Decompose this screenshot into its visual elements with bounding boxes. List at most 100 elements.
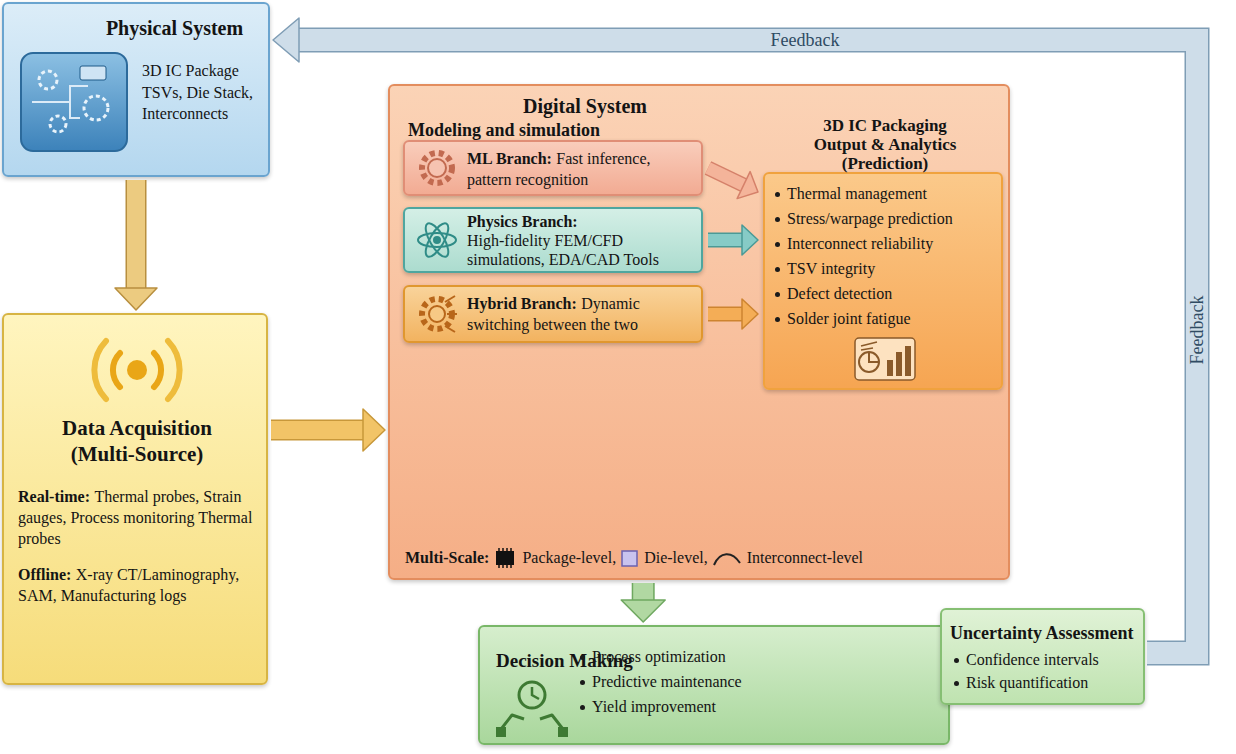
heading-text: ML Branch: [467,150,552,167]
text-block: Modeling and simulation [408,119,668,142]
digital-system-box: Digital SystemModeling and simulation ML … [388,84,1010,580]
physics-branch-box: Physics Branch:High-fidelity FEM/CFD sim… [403,207,703,273]
ml-branch-box: ML Branch:Fast inference, pattern recogn… [403,140,703,196]
heading-text: 3D IC Packaging Output & Analytics (Pred… [814,116,957,173]
scale-heading: Multi-Scale: [405,549,489,567]
text-block: Physics Branch:High-fidelity FEM/CFD sim… [467,212,695,270]
bullet-item: Solder joint fatigue [787,309,1002,329]
heading-text: Physical System [106,17,243,39]
arrow-outline [708,307,743,322]
arrow-outline [708,233,743,248]
flow-arrow [115,180,157,310]
arrow-outline [298,40,1197,653]
data-acquisition-box: Data Acquisition (Multi-Source) Real-time… [2,313,268,685]
arrow-body [298,40,1197,653]
body-text: Solder joint fatigue [787,310,911,327]
bullet-dot [775,292,780,297]
flow-arrow [708,299,758,329]
hybrid-gear-icon-art [415,292,459,336]
heading-text: Real-time: [18,488,90,505]
bullet-item: Predictive maintenance [592,672,822,692]
arrow-body [271,421,364,439]
flow-arrow [621,583,665,622]
scale-label: Die-level, [644,549,708,567]
decision-making-box: Decision MakingProcess optimizationPredi… [478,625,950,745]
arrow-head [115,288,157,310]
bullet-dot [775,192,780,197]
bullet-item: Stress/warpage prediction [787,209,1002,229]
heading-text: Digital System [523,95,647,117]
bullet-dot [954,658,959,663]
bullet-dot [775,317,780,322]
bullet-dot [775,267,780,272]
flow-arrow [708,225,758,255]
decision-icon [494,677,570,739]
package-illustration [18,50,130,154]
bullet-item: Interconnect reliability [787,234,1002,254]
scale-label: Package-level, [522,549,616,567]
heading-text: Offline: [18,566,71,583]
arrow-outline [126,180,147,289]
body-text: Risk quantification [966,674,1088,691]
bullet-dot [580,655,585,660]
physical-system-box: Physical System 3D IC Package TSVs, Die S… [2,2,270,177]
body-text: Interconnect reliability [787,235,933,252]
body-text: Yield improvement [592,698,716,715]
arrow-head [742,299,758,329]
body-text: High-fidelity FEM/CFD simulations, EDA/C… [467,232,659,268]
package-chip-icon [493,548,517,568]
arrow-outline [271,420,364,441]
text-block: 3D IC Package TSVs, Die Stack, Interconn… [142,60,270,125]
signal-icon [84,333,190,407]
bullet-item: Confidence intervals [966,650,1146,670]
bullet-item: Thermal management [787,184,1002,204]
arrow-body [708,168,745,186]
bullet-item: Defect detection [787,284,1002,304]
text-block: Digital System [505,94,665,119]
flow-arrow [271,409,385,451]
interconnect-curve-icon-art [712,549,742,567]
text-block: ML Branch:Fast inference, pattern recogn… [467,149,687,191]
interconnect-curve-icon [712,549,742,567]
bullet-dot [954,681,959,686]
heading-text: Modeling and simulation [408,120,600,140]
bullet-dot [580,705,585,710]
die-square-icon [620,549,639,568]
body-text: Process optimization [592,648,726,665]
arrow-head [621,600,665,622]
multi-scale-row: Multi-Scale:Package-level,Die-level,Inte… [405,548,863,568]
arrow-body [708,234,743,246]
arrow-head [737,172,758,199]
body-text: Thermal management [787,185,927,202]
decision-icon-art [494,677,570,739]
gear-icon-art [415,146,459,190]
bullet-dot [775,217,780,222]
die-square-icon-art [620,549,639,568]
text-block: Hybrid Branch:Dynamic switching between … [467,294,687,336]
heading-text: Uncertainty Assessment [950,623,1133,643]
hybrid-branch-box: Hybrid Branch:Dynamic switching between … [403,285,703,343]
arrow-outline [632,583,655,601]
arrow-head [363,409,385,451]
analytics-chart-icon [853,336,917,382]
atom-icon [415,218,459,262]
text-block: Data Acquisition (Multi-Source) [37,415,237,468]
body-text: Predictive maintenance [592,673,742,690]
output-analytics-box: 3D IC Packaging Output & Analytics (Pred… [763,172,1003,390]
bullet-item: Yield improvement [592,697,822,717]
arrow-body [708,308,743,320]
body-text: Confidence intervals [966,651,1099,668]
flow-arrow [708,168,758,199]
heading-text: Data Acquisition (Multi-Source) [62,416,212,466]
signal-icon-art [84,333,190,407]
bullet-item: Risk quantification [966,673,1146,693]
analytics-chart-icon-art [853,336,917,382]
hybrid-gear-icon [415,292,459,336]
arrow-head [742,225,758,255]
atom-icon-art [415,218,459,262]
bullet-dot [775,242,780,247]
arrow-body [633,583,653,601]
body-text: Defect detection [787,285,892,302]
bullet-dot [580,680,585,685]
text-block: 3D IC Packaging Output & Analytics (Pred… [799,116,971,173]
